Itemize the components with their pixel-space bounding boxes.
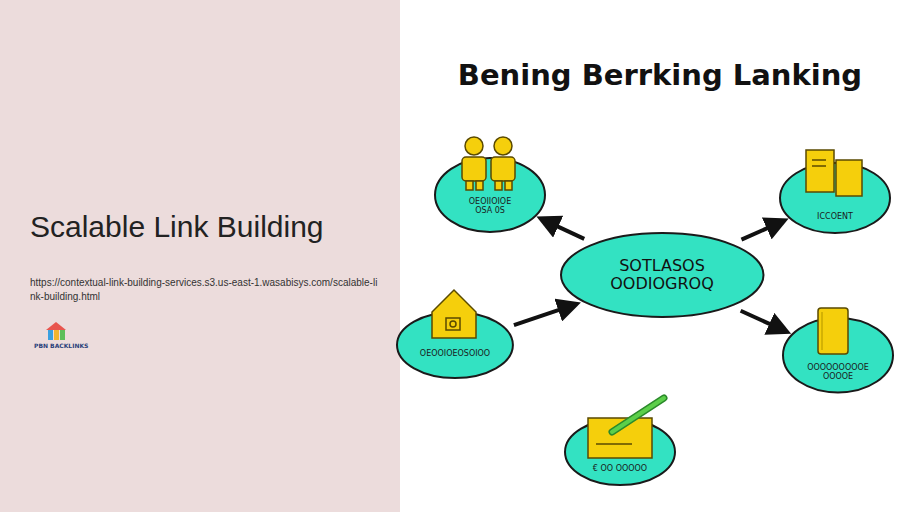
ellipse-node: OEOOIOEOSOIOO: [396, 311, 514, 379]
node-text: € OO OOOOO: [593, 464, 647, 473]
logo-icon: [44, 320, 68, 342]
ellipse-outline: [779, 162, 891, 234]
node-text: OSA 0S: [475, 206, 505, 215]
node-text: SOTLASOS OODIOGROQ: [597, 257, 727, 294]
node-text: OOOOE: [823, 372, 853, 381]
arrow-connector: [741, 221, 783, 240]
node-text: OEOOIOEOSOIOO: [420, 349, 490, 358]
node-text: OOOOOOOOOE: [807, 363, 869, 372]
ellipse-outline: [396, 311, 514, 379]
page-heading: Scalable Link Building: [30, 210, 390, 244]
document-icon: [806, 150, 862, 196]
ellipse-node: OOOOOOOOOEOOOOE: [782, 317, 894, 393]
node-text: OEOIIOIOE: [469, 197, 511, 206]
ellipse-node: SOTLASOS OODIOGROQ: [560, 232, 765, 318]
ellipse-outline: [782, 317, 894, 393]
diagram-title: Bening Berrking Lanking: [420, 58, 900, 92]
ellipse-outline: [564, 418, 676, 486]
arrow-connector: [741, 311, 786, 331]
ellipse-node: € OO OOOOO: [564, 418, 676, 486]
source-url: https://contextual-link-building-service…: [30, 276, 380, 304]
side-panel: [0, 0, 400, 512]
pen-card-icon: [588, 398, 664, 458]
ellipse-node: OEOIIOIOEOSA 0S: [434, 157, 546, 233]
node-text: ICCOENT: [817, 212, 853, 221]
phone-icon: [818, 308, 848, 354]
people-icon: [462, 137, 515, 190]
arrow-connector: [514, 304, 575, 325]
arrow-connector: [542, 219, 584, 239]
house-icon: [432, 290, 476, 338]
logo-text: PBN BACKLINKS: [34, 342, 88, 349]
ellipse-outline: [434, 157, 546, 233]
ellipse-node: ICCOENT: [779, 162, 891, 234]
